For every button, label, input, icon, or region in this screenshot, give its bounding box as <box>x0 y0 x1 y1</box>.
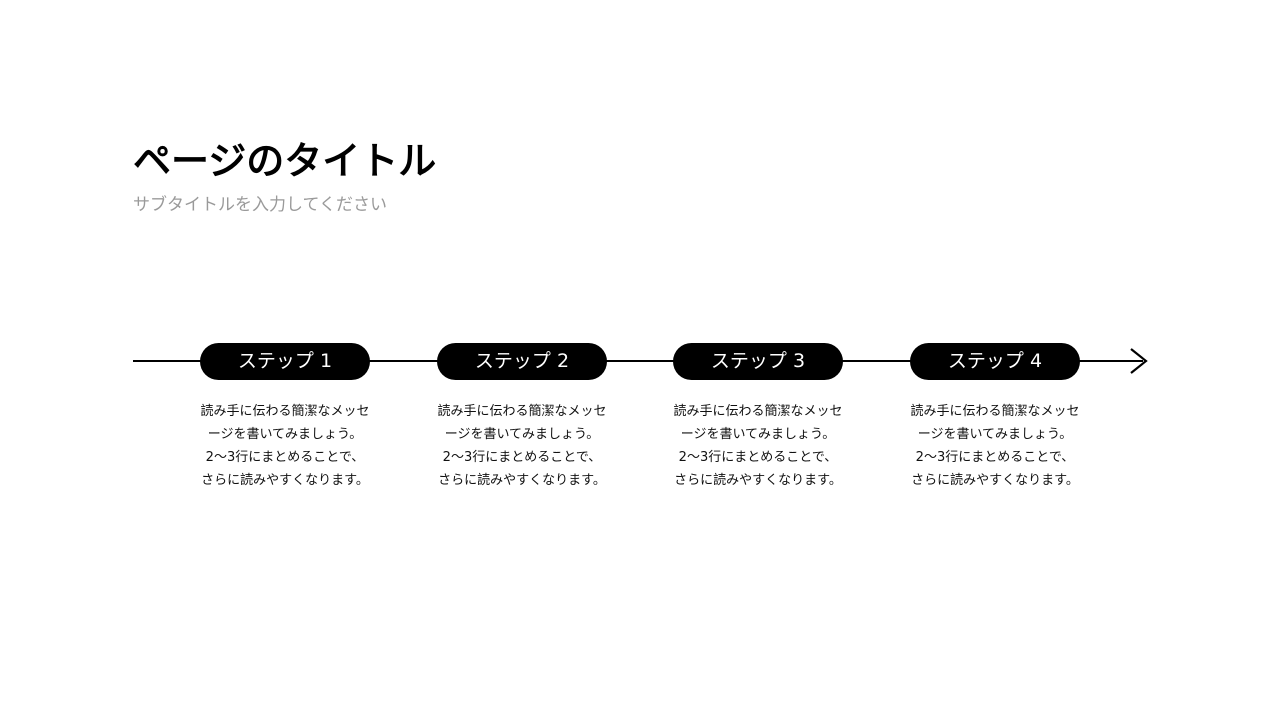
step-4-pill: ステップ 4 <box>910 343 1080 380</box>
step-2-description: 読み手に伝わる簡潔なメッセ ージを書いてみましょう。 2〜3行にまとめることで、… <box>422 400 622 492</box>
step-2-pill: ステップ 2 <box>437 343 607 380</box>
timeline-line <box>133 360 1143 362</box>
step-3-label: ステップ 3 <box>710 350 806 372</box>
desc-line: 2〜3行にまとめることで、 <box>915 450 1075 465</box>
desc-line: さらに読みやすくなります。 <box>201 473 369 488</box>
desc-line: 読み手に伝わる簡潔なメッセ <box>910 404 1080 419</box>
desc-line: 2〜3行にまとめることで、 <box>205 450 365 465</box>
desc-line: 読み手に伝わる簡潔なメッセ <box>200 404 370 419</box>
desc-line: ージを書いてみましょう。 <box>207 427 363 442</box>
step-4-label: ステップ 4 <box>947 350 1043 372</box>
step-1-label: ステップ 1 <box>237 350 333 372</box>
desc-line: さらに読みやすくなります。 <box>674 473 842 488</box>
step-1-description: 読み手に伝わる簡潔なメッセ ージを書いてみましょう。 2〜3行にまとめることで、… <box>185 400 385 492</box>
step-3-pill: ステップ 3 <box>673 343 843 380</box>
desc-line: 2〜3行にまとめることで、 <box>678 450 838 465</box>
step-2-label: ステップ 2 <box>474 350 570 372</box>
desc-line: 読み手に伝わる簡潔なメッセ <box>437 404 607 419</box>
desc-line: さらに読みやすくなります。 <box>911 473 1079 488</box>
desc-line: ージを書いてみましょう。 <box>680 427 836 442</box>
page-title: ページのタイトル <box>133 139 437 183</box>
desc-line: 2〜3行にまとめることで、 <box>442 450 602 465</box>
page-subtitle: サブタイトルを入力してください <box>133 195 387 215</box>
desc-line: ージを書いてみましょう。 <box>444 427 600 442</box>
desc-line: ージを書いてみましょう。 <box>917 427 1073 442</box>
step-3-description: 読み手に伝わる簡潔なメッセ ージを書いてみましょう。 2〜3行にまとめることで、… <box>658 400 858 492</box>
step-4-description: 読み手に伝わる簡潔なメッセ ージを書いてみましょう。 2〜3行にまとめることで、… <box>895 400 1095 492</box>
step-1-pill: ステップ 1 <box>200 343 370 380</box>
desc-line: さらに読みやすくなります。 <box>438 473 606 488</box>
desc-line: 読み手に伝わる簡潔なメッセ <box>673 404 843 419</box>
arrow-right-icon <box>1130 348 1148 374</box>
